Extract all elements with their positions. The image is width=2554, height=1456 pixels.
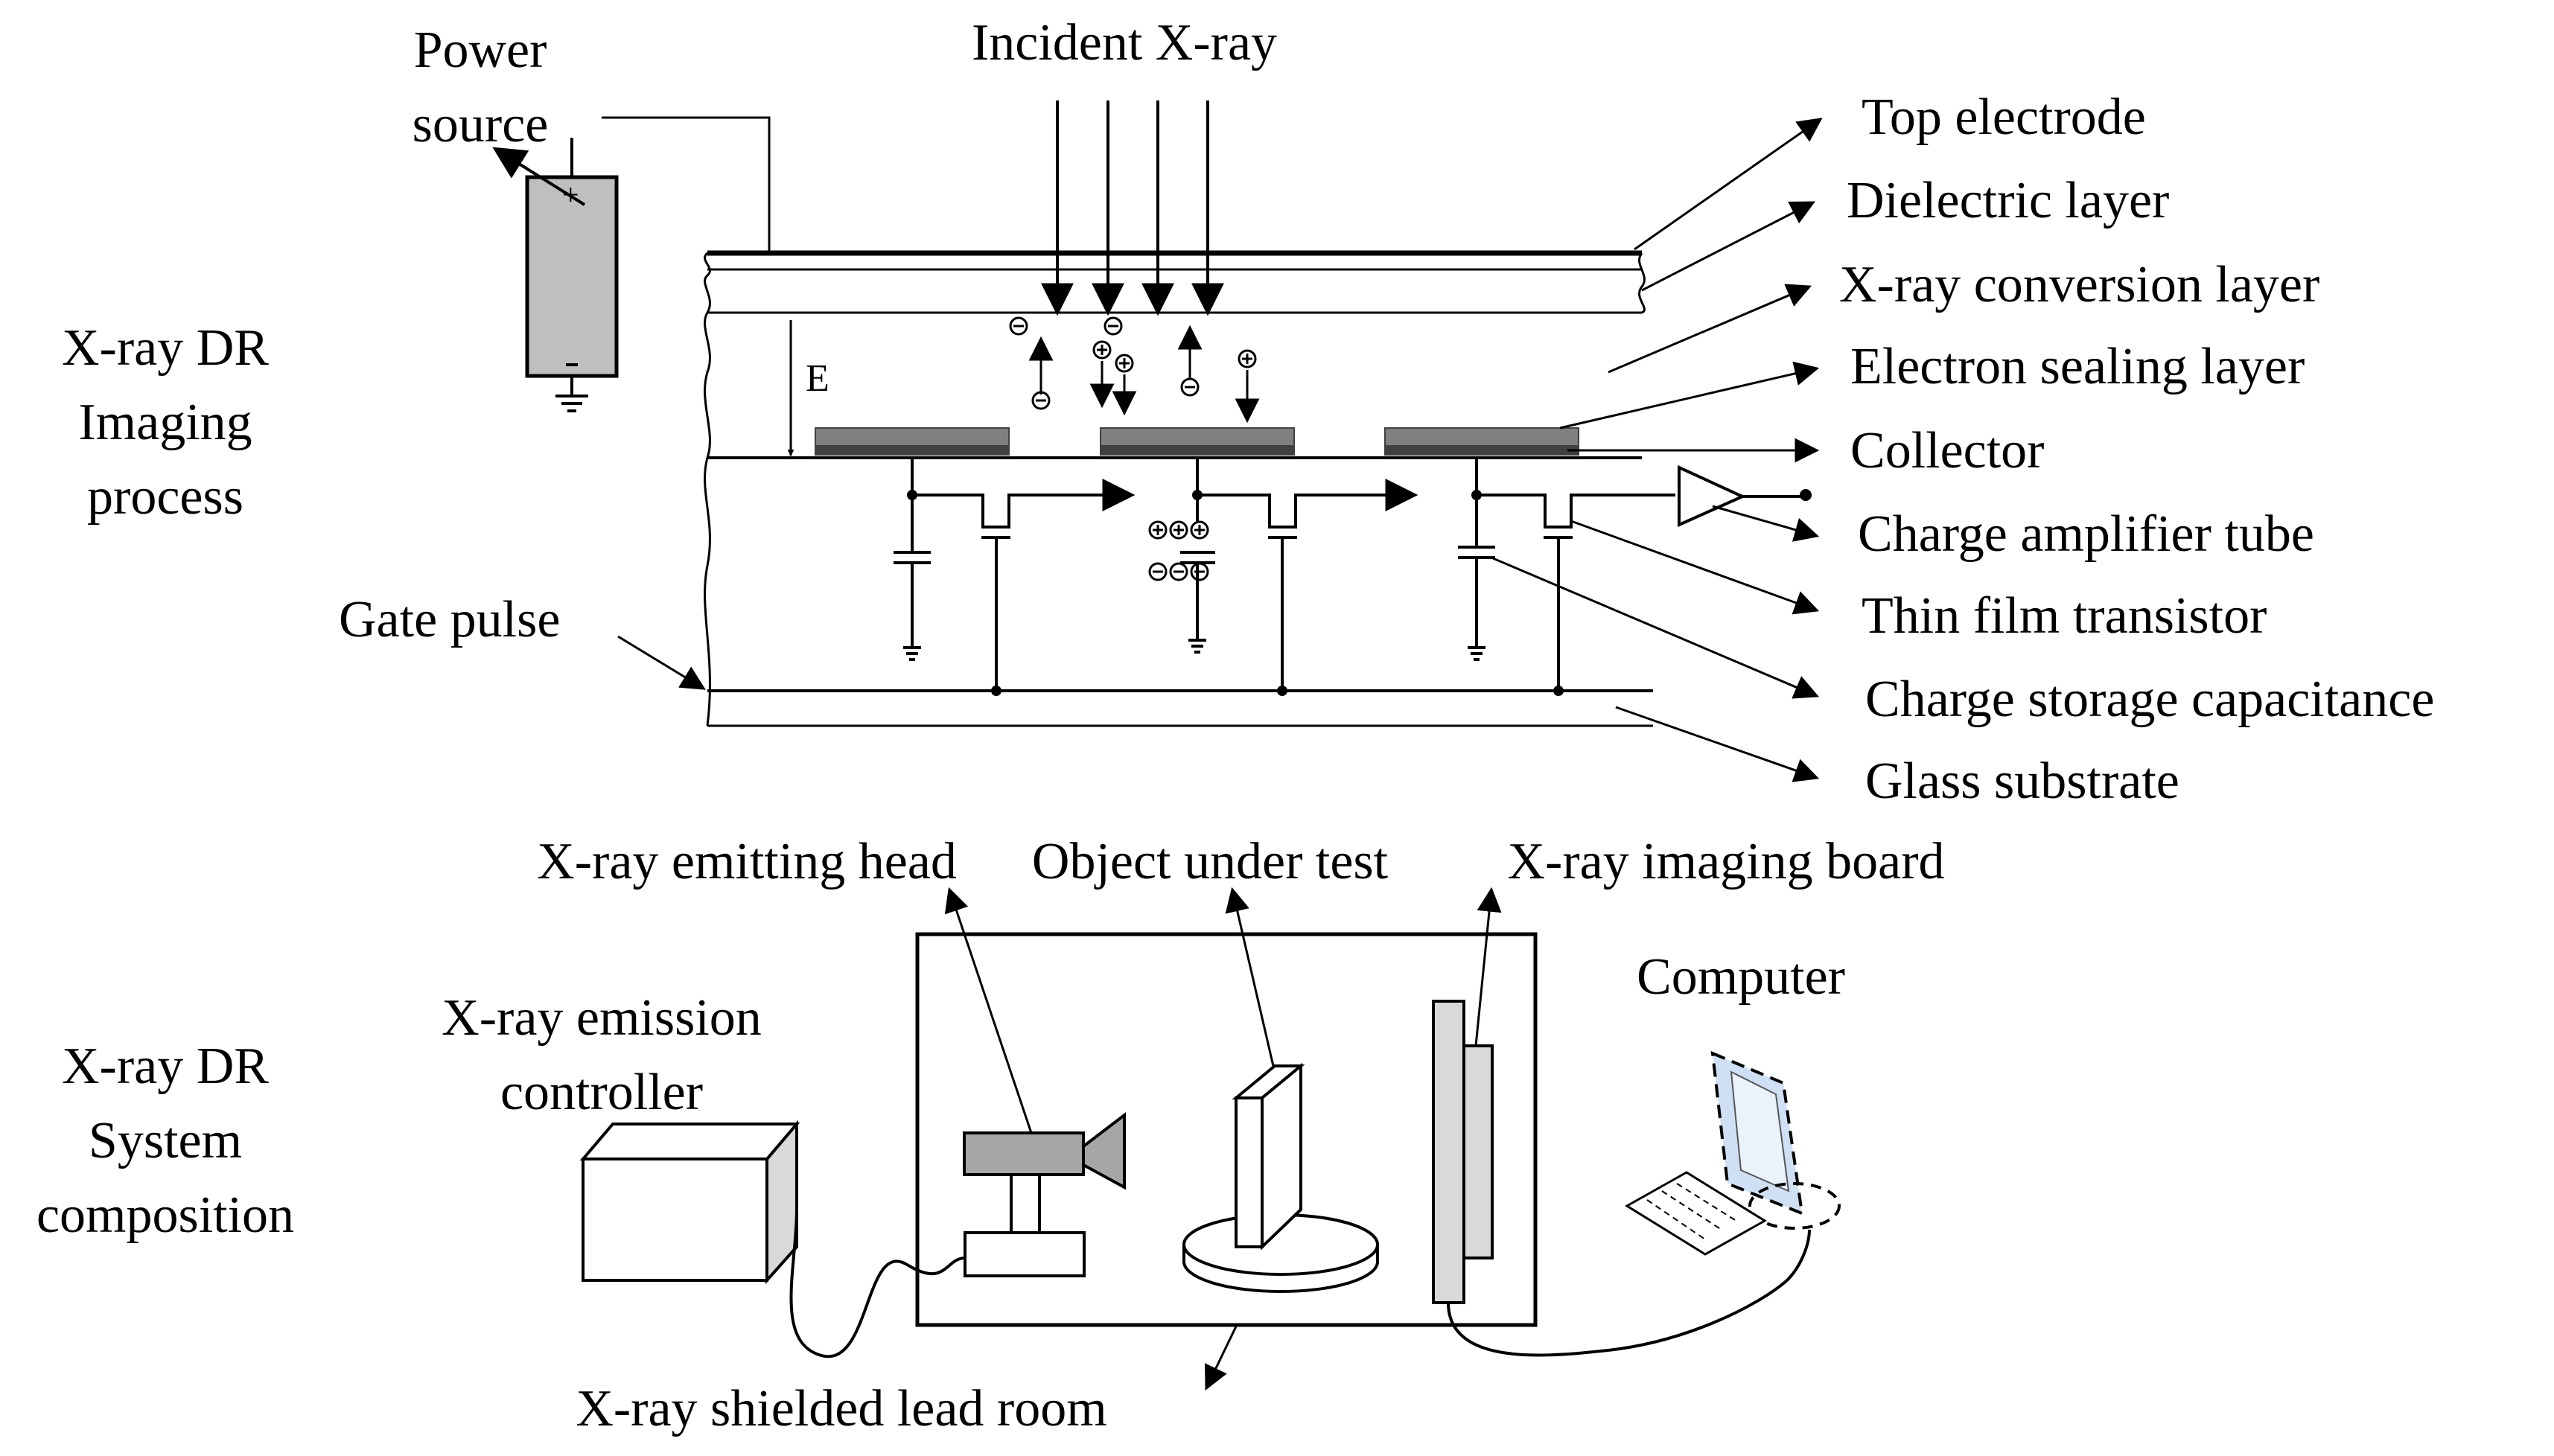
- label-electron-sealing-layer: Electron sealing layer: [1850, 338, 2305, 395]
- detector-panel: [704, 250, 1653, 727]
- layer-labels: Top electrode Dielectric layer X-ray con…: [1839, 89, 2434, 810]
- gate-pulse-label: Gate pulse: [339, 591, 560, 648]
- imaging-section: X-ray DR Imaging process Power source + …: [62, 14, 2434, 810]
- computer-label: Computer: [1637, 948, 1845, 1006]
- lead-room-label: X-ray shielded lead room: [576, 1380, 1106, 1437]
- power-source-battery: +: [492, 138, 619, 412]
- emitting-head-pointer: [944, 887, 1033, 1134]
- charge-amplifier-symbol: [1678, 464, 1806, 528]
- stored-charges: [1148, 520, 1209, 581]
- system-section: X-ray DR System composition X-ray emitti…: [36, 833, 1945, 1437]
- label-dielectric-layer: Dielectric layer: [1847, 172, 2169, 229]
- charge-carriers: [1009, 316, 1260, 424]
- tft-circuitry: [894, 458, 1675, 691]
- label-xray-conversion-layer: X-ray conversion layer: [1839, 256, 2319, 313]
- label-charge-storage-capacitance: Charge storage capacitance: [1865, 671, 2434, 728]
- emitting-head-label: X-ray emitting head: [537, 833, 957, 890]
- power-wire: [602, 116, 771, 253]
- incident-xray-label: Incident X-ray: [972, 14, 1277, 71]
- label-top-electrode: Top electrode: [1862, 89, 2146, 146]
- power-source-label-1: Power: [414, 22, 547, 79]
- system-title-line-2: System: [89, 1112, 242, 1169]
- xray-imaging-board: [1432, 1000, 1494, 1304]
- gate-pulse-pointer: [617, 635, 706, 690]
- emission-controller-label-2: controller: [500, 1064, 703, 1121]
- emission-controller-label-1: X-ray emission: [442, 989, 762, 1047]
- object-pointer: [1225, 887, 1275, 1067]
- lead-room-pointer: [1205, 1326, 1238, 1390]
- system-title-line-3: composition: [36, 1187, 294, 1244]
- label-collector: Collector: [1850, 422, 2044, 479]
- circuit-junctions: [907, 489, 1812, 696]
- label-charge-amplifier-tube: Charge amplifier tube: [1858, 505, 2314, 563]
- imaging-title-line-1: X-ray DR: [62, 319, 269, 377]
- shielded-lead-room: [915, 932, 1538, 1327]
- incident-xray-arrows: [1041, 100, 1224, 316]
- collector-pads: [815, 427, 1579, 456]
- emission-controller-box: [579, 1120, 800, 1285]
- object-under-test: [1182, 1062, 1379, 1293]
- label-thin-film-transistor: Thin film transistor: [1862, 587, 2267, 645]
- system-title-line-1: X-ray DR: [62, 1038, 269, 1095]
- imaging-title-line-3: process: [87, 468, 243, 526]
- board-to-computer-cable: [1447, 1229, 1811, 1357]
- power-source-label-2: source: [413, 96, 549, 153]
- object-under-test-label: Object under test: [1032, 833, 1389, 890]
- xray-emitting-head: [963, 1111, 1126, 1277]
- imaging-title-line-2: Imaging: [78, 394, 252, 451]
- electric-field-label: E: [806, 357, 829, 400]
- imaging-board-label: X-ray imaging board: [1507, 833, 1944, 890]
- label-glass-substrate: Glass substrate: [1865, 753, 2179, 810]
- layer-pointers: [1492, 118, 1823, 782]
- computer-icon: [1625, 1050, 1841, 1256]
- imaging-board-pointer: [1474, 887, 1502, 1047]
- controller-cable: [789, 1209, 966, 1358]
